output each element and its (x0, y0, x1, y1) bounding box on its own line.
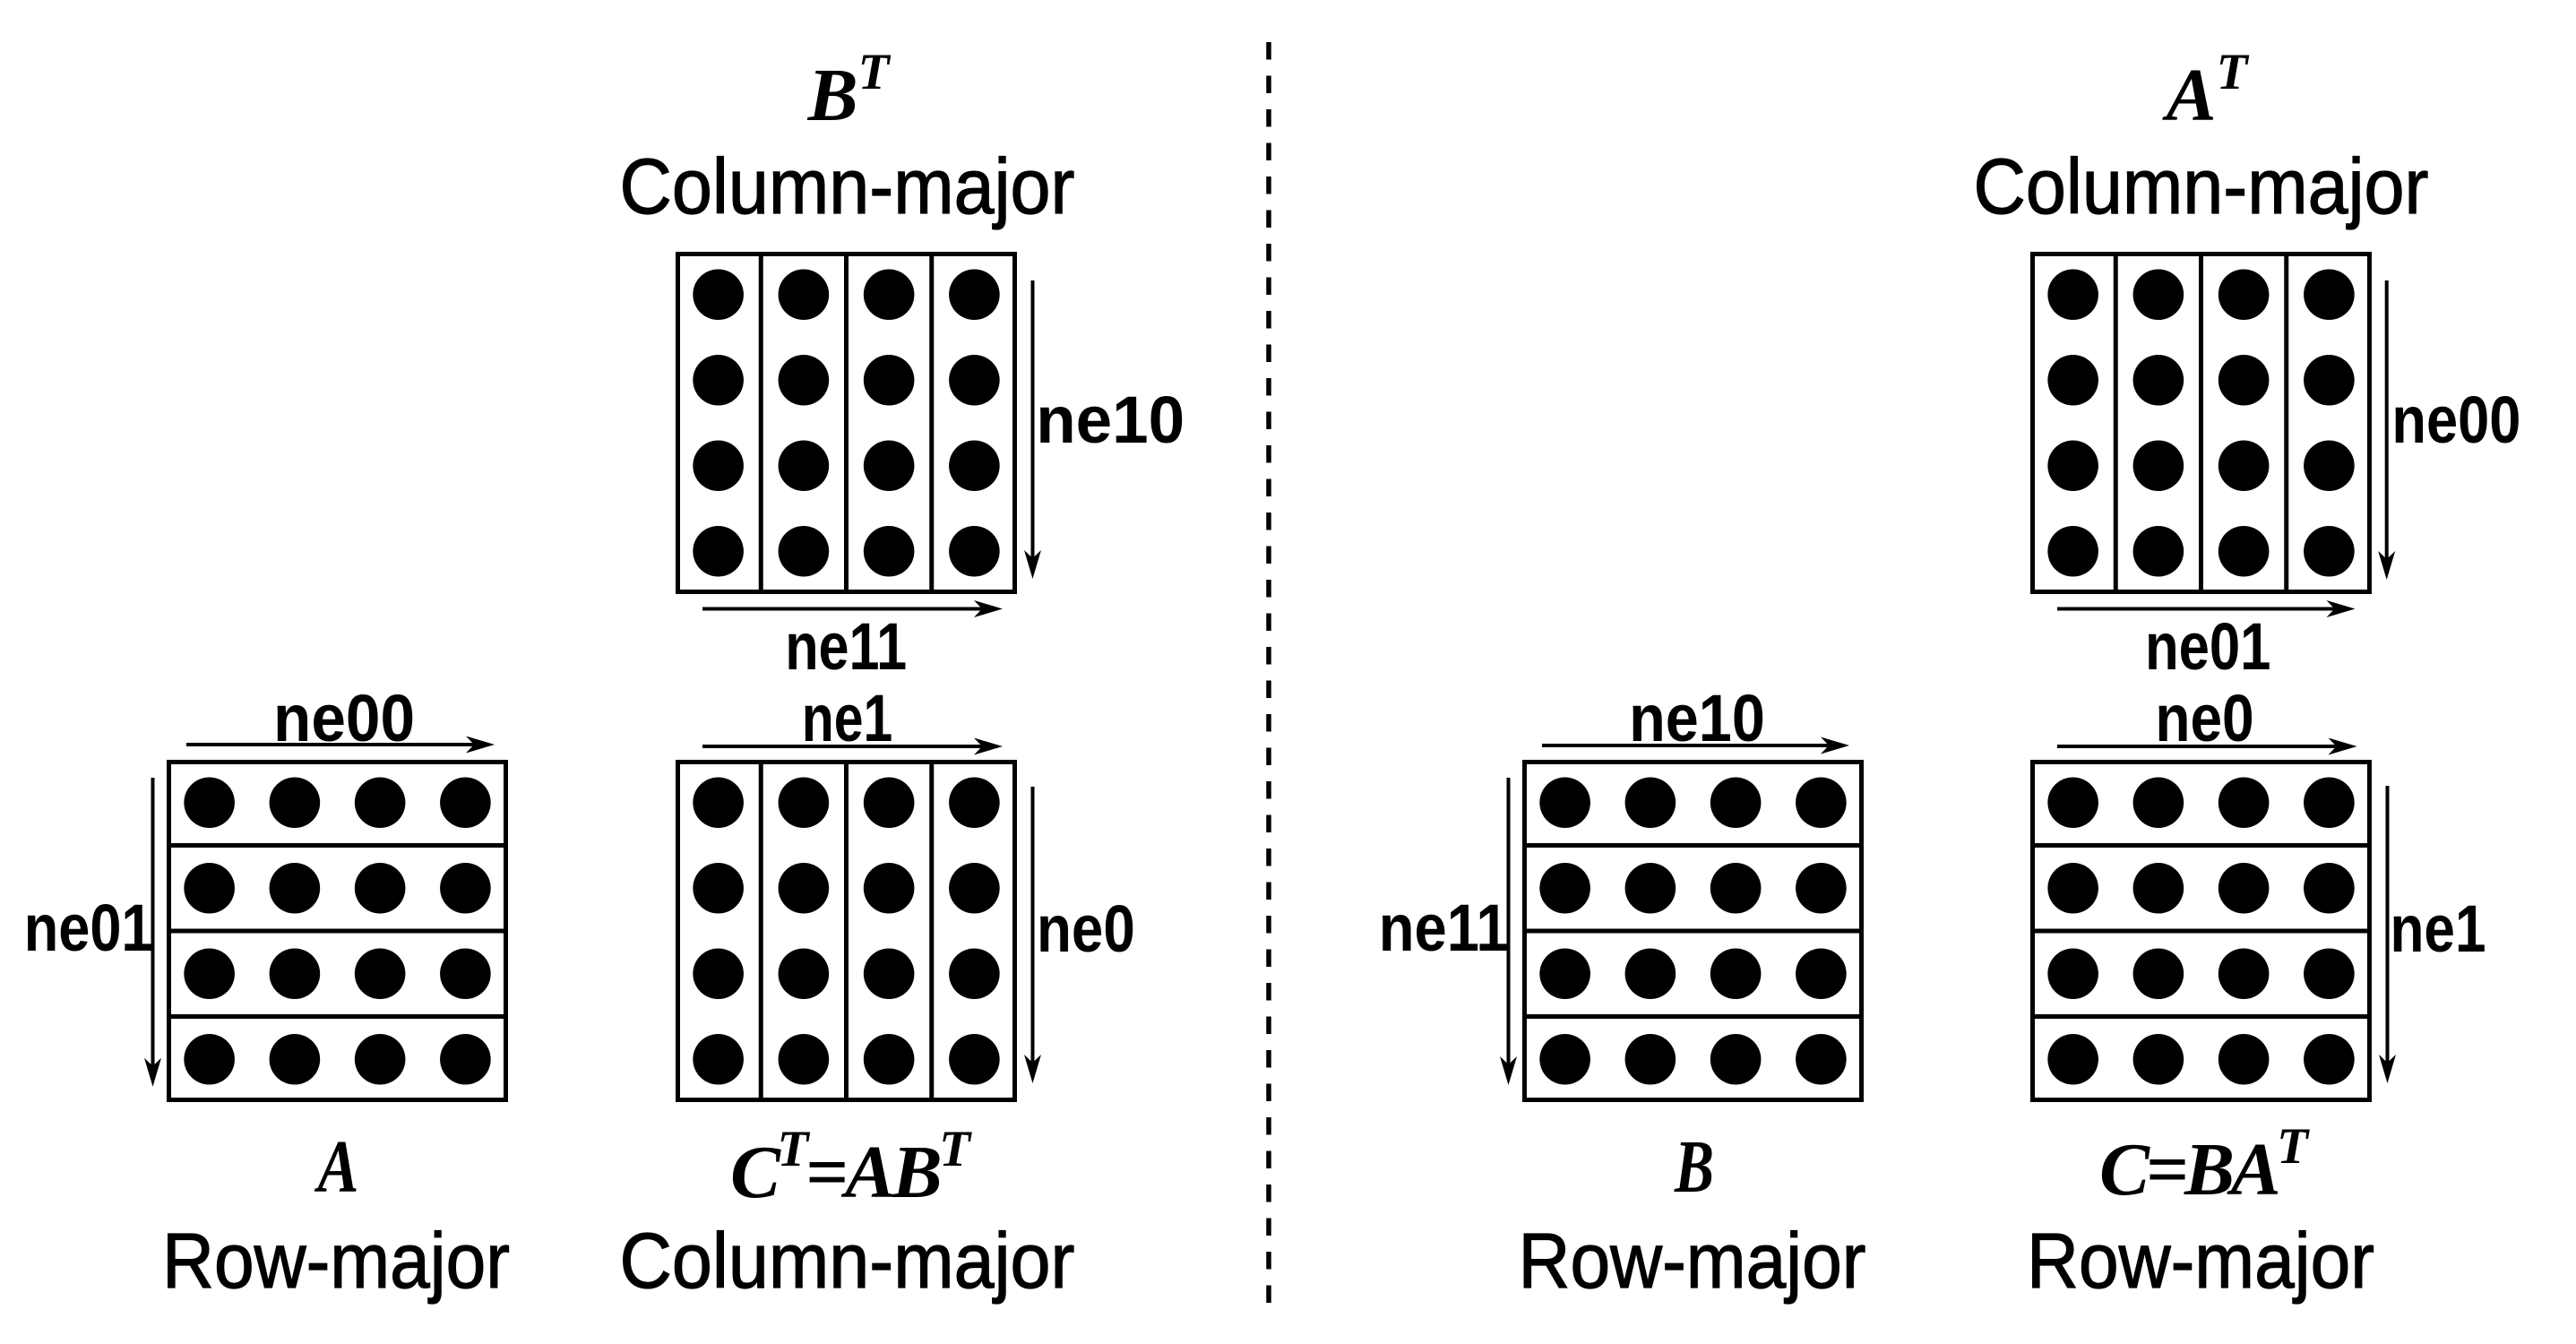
svg-text:ne11: ne11 (1379, 891, 1509, 965)
svg-text:A: A (314, 1125, 358, 1209)
svg-text:B: B (1674, 1125, 1714, 1209)
svg-text:ne1: ne1 (2391, 892, 2486, 966)
svg-text:ne00: ne00 (273, 681, 415, 755)
svg-text:ne01: ne01 (2145, 609, 2271, 684)
svg-text:BT: BT (807, 44, 892, 137)
svg-text:ne1: ne1 (802, 681, 893, 755)
svg-text:C=BAT: C=BAT (2099, 1118, 2310, 1211)
svg-text:Row-major: Row-major (162, 1218, 510, 1305)
svg-text:ne01: ne01 (24, 891, 153, 965)
svg-text:Row-major: Row-major (2027, 1218, 2374, 1305)
svg-text:CT=ABT: CT=ABT (730, 1121, 972, 1214)
svg-text:ne10: ne10 (1629, 681, 1765, 755)
svg-text:ne0: ne0 (2155, 681, 2253, 755)
svg-text:ne11: ne11 (785, 609, 907, 684)
svg-text:Column-major: Column-major (1974, 143, 2429, 230)
svg-text:Column-major: Column-major (620, 143, 1075, 230)
svg-text:Column-major: Column-major (620, 1218, 1075, 1305)
svg-text:Row-major: Row-major (1519, 1218, 1866, 1305)
svg-text:ne00: ne00 (2391, 383, 2520, 457)
svg-text:ne0: ne0 (1037, 892, 1135, 966)
svg-text:ne10: ne10 (1036, 383, 1185, 457)
